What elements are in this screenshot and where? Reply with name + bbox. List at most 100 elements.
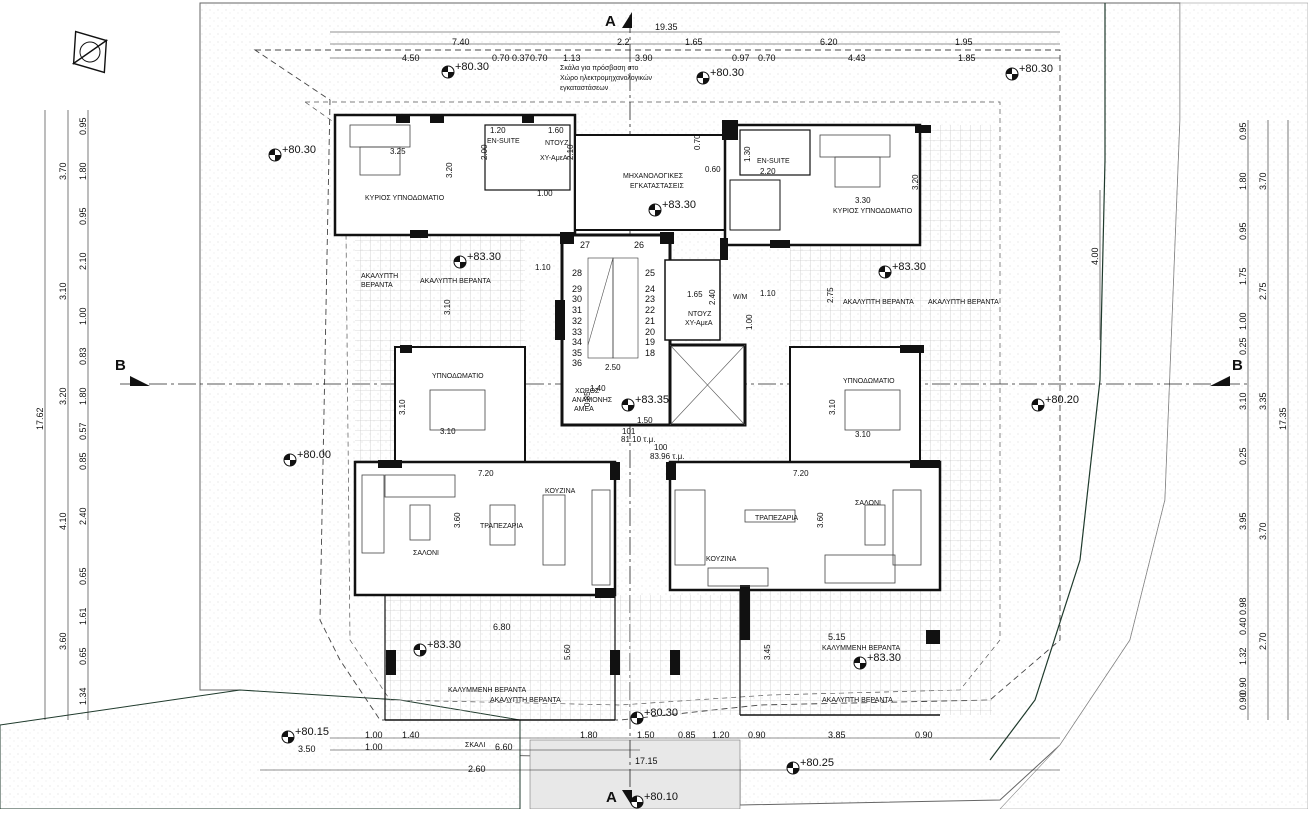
room-dim-12: 0.60 <box>705 165 721 174</box>
dim-right-outer-1: 2.75 <box>1258 282 1268 300</box>
bottom-dimensions: 1.00 1.40 1.80 1.50 0.85 1.20 0.90 3.85 … <box>298 622 933 774</box>
level-stair: +83.35 <box>621 394 669 412</box>
step-number-17: 18 <box>645 348 655 358</box>
step-number-13: 20 <box>645 327 655 337</box>
room-dim-13: 1.10 <box>535 263 551 272</box>
step-number-9: 22 <box>645 305 655 315</box>
label-ensuite-e: EN-SUITE <box>757 158 790 165</box>
step-number-1: 26 <box>634 240 644 250</box>
level-ground-s3: +80.10 <box>630 791 678 809</box>
dim-left-inner-2: 0.95 <box>78 207 88 225</box>
dim-left-inner-8: 0.85 <box>78 452 88 470</box>
room-dim-25: 1.40 <box>590 384 606 393</box>
step-number-15: 19 <box>645 337 655 347</box>
room-dim-28: 7.20 <box>478 469 494 478</box>
level-ground-sw: +80.15 <box>281 726 329 744</box>
level-ground-n-value: +80.30 <box>710 67 744 79</box>
label-master-e: ΚΥΡΙΟΣ ΥΠΝΟΔΩΜΑΤΙΟ <box>833 208 913 215</box>
level-ground-e-value: +80.20 <box>1045 394 1079 406</box>
label-openver-e2: ΑΚΑΛΥΠΤΗ ΒΕΡΑΝΤΑ <box>928 299 999 306</box>
level-e-veranda: +83.30 <box>878 261 926 279</box>
note-line-2: Χώρο ηλεκτρομηχανολογικών <box>560 74 653 82</box>
label-dining-e: ΤΡΑΠΕΖΑΡΙΑ <box>755 515 798 522</box>
label-waiting-2: ΑΝΑΜΟΝΗΣ <box>572 397 613 404</box>
step-number-14: 34 <box>572 337 582 347</box>
room-dim-6: 1.00 <box>537 189 553 198</box>
room-dim-35: 81.10 τ.μ. <box>621 435 655 444</box>
level-ground-w1-value: +80.30 <box>282 144 316 156</box>
level-ground-s1: +80.30 <box>630 707 678 725</box>
label-mech-1: ΜΗΧΑΝΟΛΟΓΙΚΕΣ <box>623 173 684 180</box>
dim-bot-extra-0: 3.50 <box>298 744 316 754</box>
dim-right-outer-4: 2.70 <box>1258 632 1268 650</box>
dim-left-inner-6: 1.80 <box>78 387 88 405</box>
vertical-dimensions: 3.703.103.204.103.600.951.800.952.101.00… <box>35 117 1288 710</box>
room-dim-34: 101 <box>622 427 636 436</box>
room-dim-24: 2.50 <box>605 363 621 372</box>
dim-bot-r1-2: 1.80 <box>580 730 598 740</box>
label-open-s-w: ΑΚΑΛΥΠΤΗ ΒΕΡΑΝΤΑ <box>490 697 561 704</box>
dim-left-outer-4: 3.60 <box>58 632 68 650</box>
section-mark-a-bottom: A <box>606 789 617 806</box>
label-covered-w: ΚΑΛΥΜΜΕΝΗ ΒΕΡΑΝΤΑ <box>448 687 527 694</box>
dim-top-r3-5: 3.90 <box>635 53 653 63</box>
level-e-covered-value: +83.30 <box>867 652 901 664</box>
level-w-veranda: +83.30 <box>453 251 501 269</box>
room-dim-3: 2.00 <box>480 144 489 160</box>
room-dim-0: 3.25 <box>390 147 406 156</box>
room-dim-33: 3.45 <box>763 644 772 660</box>
label-covered-e: ΚΑΛΥΜΜΕΝΗ ΒΕΡΑΝΤΑ <box>822 645 901 652</box>
level-ground-n: +80.30 <box>696 67 744 85</box>
room-dim-4: 1.60 <box>548 126 564 135</box>
dim-bot-r1-0: 1.00 <box>365 730 383 740</box>
level-ground-sw-value: +80.15 <box>295 726 329 738</box>
dim-top-total: 19.35 <box>655 22 678 32</box>
room-dim-32: 5.60 <box>563 644 572 660</box>
dim-right-outer-2: 3.35 <box>1258 392 1268 410</box>
dim-left-total: 17.62 <box>35 407 45 430</box>
level-stair-value: +83.35 <box>635 394 669 406</box>
dim-left-inner-12: 0.65 <box>78 647 88 665</box>
dim-right-inner-8: 3.95 <box>1238 512 1248 530</box>
level-w-covered: +83.30 <box>413 639 461 657</box>
note-line-3: εγκαταστάσεων <box>560 84 609 92</box>
room-dim-19: 1.00 <box>745 314 754 330</box>
dim-left-inner-13: 1.34 <box>78 687 88 705</box>
dim-top-r3-6: 0.97 <box>732 53 750 63</box>
building-walls <box>333 113 992 721</box>
label-waiting-3: ΑΜΕΑ <box>574 406 594 413</box>
level-ground-nw-value: +80.30 <box>455 61 489 73</box>
step-number-3: 25 <box>645 268 655 278</box>
label-wc-e-2: ΧΥ-ΑμεΑ <box>685 320 713 327</box>
label-openver-w1: ΑΚΑΛΥΠΤΗ <box>361 273 398 280</box>
room-dim-1: 3.20 <box>445 162 454 178</box>
step-number-4: 29 <box>572 284 582 294</box>
level-ground-s2: +80.25 <box>786 757 834 775</box>
step-number-6: 30 <box>572 294 582 304</box>
dim-bot-r1-8: 0.90 <box>915 730 933 740</box>
dim-right-inner-0: 0.95 <box>1238 122 1248 140</box>
dim-right-mid: 4.00 <box>1090 247 1100 265</box>
level-ground-s2-value: +80.25 <box>800 757 834 769</box>
top-dimensions: 19.35 7.40 2.2 1.65 6.20 1.95 4.50 0.70 … <box>402 22 976 63</box>
dim-right-inner-2: 0.95 <box>1238 222 1248 240</box>
level-mech: +83.30 <box>648 199 696 217</box>
label-living-w: ΣΑΛΟΝΙ <box>413 550 439 557</box>
label-bed-w: ΥΠΝΟΔΩΜΑΤΙΟ <box>432 373 484 380</box>
label-living-e: ΣΑΛΟΝΙ <box>855 500 881 507</box>
dim-left-inner-9: 2.40 <box>78 507 88 525</box>
dimension-lines <box>44 31 1289 771</box>
room-dim-2: 1.20 <box>490 126 506 135</box>
level-ground-w2: +80.00 <box>283 449 331 467</box>
dim-right-inner-10: 0.40 <box>1238 617 1248 635</box>
dim-bot-extra-1: 2.60 <box>468 764 486 774</box>
step-number-10: 32 <box>572 316 582 326</box>
dim-left-inner-11: 1.61 <box>78 607 88 625</box>
level-markers: +83.30 +83.30 +83.30 +83.35 +83.30 +83.30 +80.… <box>268 61 1079 809</box>
section-mark-a-top: A <box>605 13 616 30</box>
dim-top-r2-0: 7.40 <box>452 37 470 47</box>
room-dim-26: 0.85 <box>583 391 592 407</box>
dim-top-r2-2: 1.65 <box>685 37 703 47</box>
dim-right-inner-6: 3.10 <box>1238 392 1248 410</box>
